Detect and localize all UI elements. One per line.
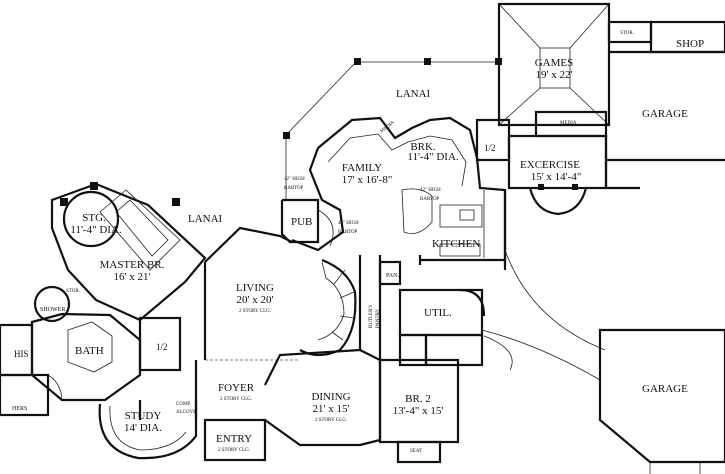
column (172, 198, 180, 206)
label-bath: BATH (75, 345, 104, 357)
label-entry-note: 2 STORY CLG. (218, 448, 250, 453)
label-dining-size: 21' x 15' (313, 403, 350, 415)
label-games-size: 19' x 22' (536, 69, 573, 81)
label-dining: DINING (311, 391, 350, 403)
living-foyer (194, 226, 382, 462)
label-bartop-left-2: BARTOP (284, 186, 304, 191)
exercise-room (475, 118, 608, 216)
label-stg-size: 11'-4" DIA. (70, 224, 122, 236)
label-media-top: MEDIA (560, 121, 577, 126)
column (283, 132, 290, 139)
room-labels: LANAI LANAI GAMES 19' x 22' STOR. SHOP M… (12, 31, 704, 454)
label-study: STUDY (125, 410, 162, 422)
label-bartop-pub-2: BARTOP (338, 230, 358, 235)
utility-wing (378, 260, 513, 464)
label-pub: PUB (291, 216, 312, 228)
label-excercise-size: 15' x 14'-4" (531, 171, 582, 183)
label-bartop-mid-2: BARTOP (420, 197, 440, 202)
study (98, 400, 198, 460)
label-dining-note: 2 STORY CLG. (315, 418, 347, 423)
label-study-size: 14' DIA. (124, 422, 162, 434)
driveway (481, 249, 606, 381)
label-bartop-pub-1: 42" HIGH (338, 221, 359, 226)
pub (280, 198, 334, 247)
label-brk: BRK. (410, 141, 436, 153)
label-master-size: 16' x 21' (114, 271, 151, 283)
label-bartop-mid-1: 42" HIGH (420, 188, 441, 193)
label-brk-size: 11'-4" DIA. (407, 151, 459, 163)
label-bartop-left-1: 42" HIGH (284, 177, 305, 182)
label-games: GAMES (535, 57, 574, 69)
label-shop: SHOP (676, 38, 704, 50)
label-pan: PAN. (386, 273, 399, 279)
label-stor-left: STOR. (66, 289, 80, 294)
label-master: MASTER BR. (100, 259, 165, 271)
label-foyer-note: 2 STORY CLG. (220, 397, 252, 402)
column (354, 58, 361, 65)
family-kitchen (291, 116, 507, 270)
label-living: LIVING (236, 282, 274, 294)
label-his: HIS (14, 349, 29, 359)
column (572, 184, 578, 190)
label-kitchen: KITCHEN (432, 238, 480, 250)
label-living-note: 2 STORY CLG. (239, 309, 271, 314)
label-br2: BR. 2 (405, 393, 431, 405)
label-living-size: 20' x 20' (237, 294, 274, 306)
label-butlers-1: BUTLER'S (369, 305, 374, 328)
label-seat: SEAT (410, 449, 422, 454)
column (90, 182, 98, 190)
label-stor-top: STOR. (620, 31, 634, 36)
label-shower: SHOWER (40, 307, 65, 313)
label-family-size: 17' x 16'-8" (342, 174, 393, 186)
label-foyer: FOYER (218, 382, 255, 394)
column (60, 198, 68, 206)
column (495, 58, 502, 65)
lanai-top-outline (283, 58, 502, 200)
label-br2-size: 13'-4" x 15' (393, 405, 444, 417)
label-stg: STG. (82, 212, 106, 224)
label-half-bath-left: 1/2 (156, 342, 168, 352)
garage-bottom (598, 328, 725, 474)
master-suite (33, 182, 207, 323)
column (538, 184, 544, 190)
label-garage-top: GARAGE (642, 108, 688, 120)
label-lanai-top: LANAI (396, 88, 431, 100)
label-entry: ENTRY (216, 433, 252, 445)
label-comp-1: COMP. (176, 402, 191, 407)
label-comp-2: ALCOVE (176, 410, 196, 415)
label-excercise: EXCERCISE (520, 159, 580, 171)
label-butlers-2: PANTRY (376, 308, 381, 328)
label-garage-bottom: GARAGE (642, 383, 688, 395)
label-lanai-left: LANAI (188, 213, 223, 225)
label-hers: HERS (12, 406, 27, 412)
label-util: UTIL. (424, 307, 452, 319)
label-family: FAMILY (342, 162, 382, 174)
bath-suite (0, 312, 182, 420)
column (424, 58, 431, 65)
label-half-bath-top: 1/2 (484, 143, 496, 153)
